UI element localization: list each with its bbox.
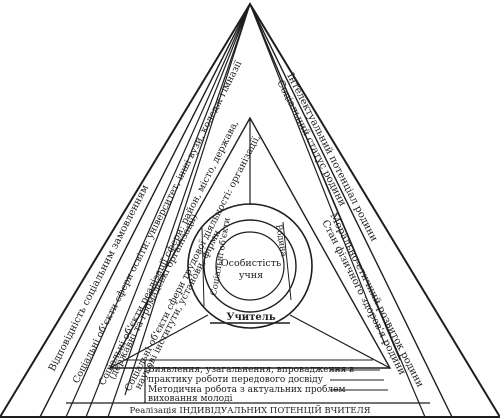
inner-circle xyxy=(215,231,285,301)
spoke-left xyxy=(109,314,209,369)
spoke-right xyxy=(289,314,391,369)
personality-label-line1: Особистість xyxy=(221,258,281,269)
left-band-line xyxy=(124,3,251,396)
teacher-label: Учитель xyxy=(226,312,275,323)
family-label: Родина xyxy=(273,224,288,258)
personality-label-line2: учня xyxy=(239,270,263,281)
left-band-line xyxy=(107,3,251,418)
bottom-item-line3: Методична робота з актуальних проблем xyxy=(148,384,345,395)
bottom-base-label: Реалізація ІНДИВІДУАЛЬНИХ ПОТЕНЦІЙ ВЧИТЕ… xyxy=(129,404,370,416)
middle-circle xyxy=(203,219,297,313)
bottom-item-line2: практику роботи передового досвіду xyxy=(148,374,324,385)
outer-circle xyxy=(187,203,313,329)
bottom-item-line4: виховання молоді xyxy=(148,394,233,404)
right-band-line xyxy=(249,3,401,361)
left-band-line xyxy=(39,3,251,418)
inner-triangle xyxy=(108,116,392,369)
right-band-line xyxy=(249,3,386,346)
right-band-line xyxy=(249,3,453,418)
right-band-label-2: Соціальний статус родини xyxy=(274,78,348,208)
circle-divider-right xyxy=(282,221,292,301)
circle-divider-left xyxy=(201,226,205,307)
left-band-line xyxy=(85,3,251,418)
left-band-line xyxy=(65,3,251,418)
bottom-item-line1: Виявлення, узагальнення, впровадження в xyxy=(148,365,354,375)
